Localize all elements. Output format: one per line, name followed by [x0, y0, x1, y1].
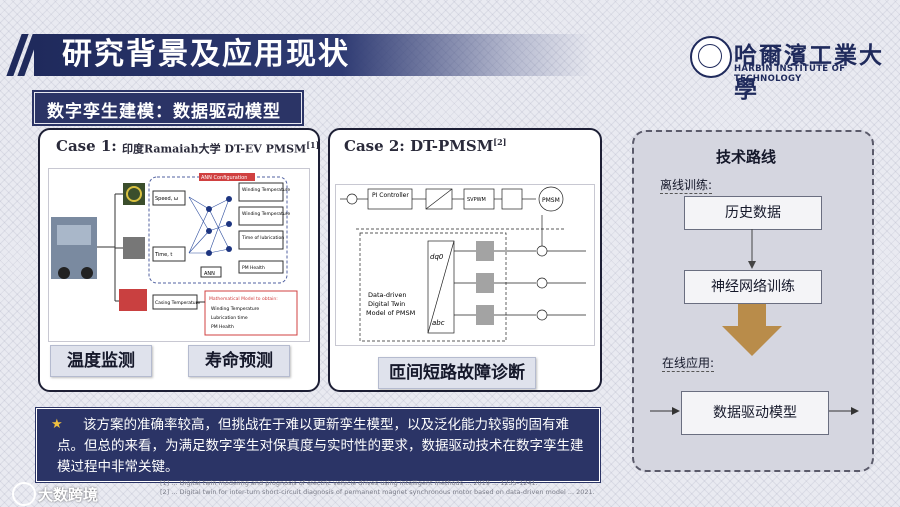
references: [1] ... Digital twin modeling and progno… — [160, 479, 595, 496]
svg-text:ANN Configuration: ANN Configuration — [201, 175, 247, 181]
svg-text:SVPWM: SVPWM — [467, 197, 486, 203]
svg-text:Digital Twin: Digital Twin — [368, 300, 405, 308]
input-arrow-icon — [650, 407, 680, 415]
svg-text:Winding Temperature: Winding Temperature — [242, 187, 290, 193]
svg-text:ANN: ANN — [204, 271, 215, 277]
svg-text:Time of lubrication: Time of lubrication — [241, 235, 284, 241]
svg-text:abc: abc — [432, 319, 445, 327]
brand-logo-icon — [12, 482, 36, 506]
tech-route-title: 技术路线 — [716, 148, 777, 166]
title-band — [34, 34, 594, 76]
svg-text:Winding Temperature: Winding Temperature — [242, 211, 290, 217]
svg-text:Data-driven: Data-driven — [368, 291, 406, 299]
svg-text:Speed, ω: Speed, ω — [155, 196, 178, 202]
svg-text:PMSM: PMSM — [542, 197, 560, 204]
label-temperature-monitoring: 温度监测 — [50, 345, 152, 377]
case2-diagram: PI Controller SVPWM PMSM dq0 abc Data-dr… — [335, 184, 595, 346]
label-life-prediction: 寿命预测 — [188, 345, 290, 377]
route-box-history-data: 历史数据 — [684, 196, 822, 230]
star-icon: ★ — [51, 417, 63, 432]
svg-text:Winding Temperature: Winding Temperature — [211, 306, 259, 312]
svg-text:PM Health: PM Health — [242, 265, 265, 271]
svg-text:PM Health: PM Health — [211, 324, 234, 330]
page-title: 研究背景及应用现状 — [62, 37, 350, 72]
down-arrow-icon — [748, 229, 756, 269]
section-subtitle: 数字孪生建模：数据驱动模型 — [34, 92, 302, 124]
offline-label: 离线训练: — [660, 178, 713, 194]
university-name-en: HARBIN INSTITUTE OF TECHNOLOGY — [734, 64, 846, 84]
summary-text: 该方案的准确率较高，但挑战在于难以更新孪生模型，以及泛化能力较弱的固有难点。但总… — [57, 417, 584, 475]
svg-text:Lubrication time: Lubrication time — [211, 315, 248, 321]
label-fault-diagnosis: 匝间短路故障诊断 — [378, 357, 536, 389]
svg-text:Time, t: Time, t — [154, 252, 172, 258]
route-box-data-driven-model: 数据驱动模型 — [681, 391, 829, 435]
svg-text:dq0: dq0 — [430, 253, 444, 261]
svg-text:Casing Temperature: Casing Temperature — [155, 300, 200, 306]
case1-heading: Case 1: — [56, 137, 117, 155]
online-label: 在线应用: — [662, 356, 715, 372]
case2-heading: Case 2: DT-PMSM[2] — [344, 137, 507, 155]
output-arrow-icon — [829, 407, 859, 415]
case1-diagram: ANN Configuration Speed, ω Time, t ANN W… — [48, 168, 310, 342]
summary-box: ★ 该方案的准确率较高，但挑战在于难以更新孪生模型，以及泛化能力较弱的固有难点。… — [36, 408, 600, 482]
svg-text:PI Controller: PI Controller — [372, 192, 409, 199]
big-down-arrow-icon — [722, 304, 782, 356]
brand-name: 大数跨境 — [38, 486, 99, 504]
route-box-nn-training: 神经网络训练 — [684, 270, 822, 304]
svg-text:Mathematical Model to obtain:: Mathematical Model to obtain: — [209, 296, 278, 302]
case1-subheading: 印度Ramaiah大学 DT-EV PMSM[1] — [122, 140, 320, 156]
svg-text:Model of PMSM: Model of PMSM — [366, 309, 415, 317]
university-name: 哈爾濱工業大學 — [734, 42, 884, 103]
university-seal-icon — [690, 36, 732, 78]
